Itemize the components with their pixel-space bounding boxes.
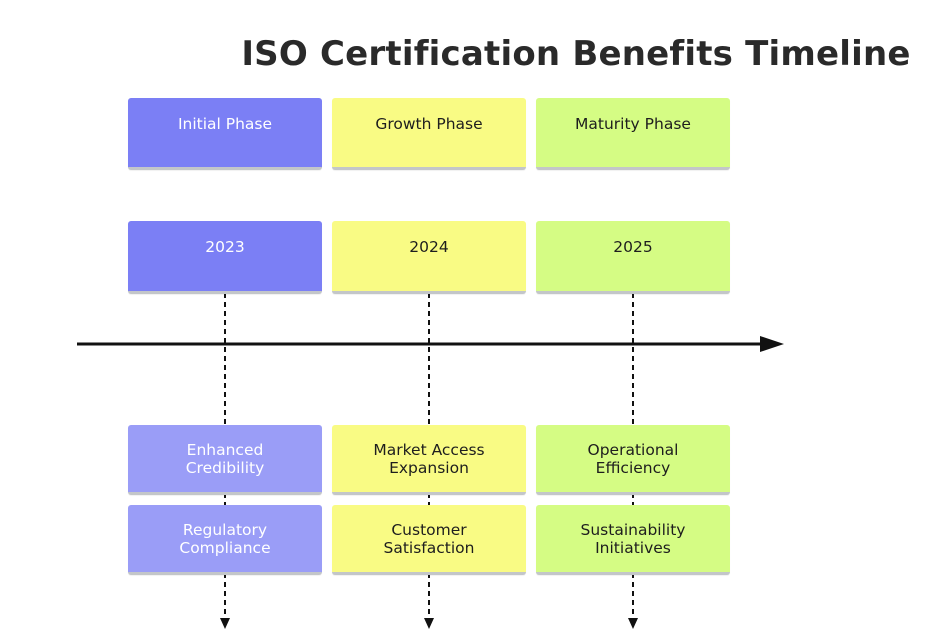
year-label: 2025 bbox=[613, 238, 653, 256]
benefit-line: Efficiency bbox=[595, 458, 671, 477]
benefit-line: Compliance bbox=[179, 538, 271, 557]
benefit-line: Sustainability bbox=[580, 520, 686, 539]
benefit-line: Expansion bbox=[389, 458, 469, 477]
benefit-line: Regulatory bbox=[182, 520, 268, 539]
arrowhead-down-2023 bbox=[220, 618, 230, 629]
diagram-title: ISO Certification Benefits Timeline bbox=[241, 34, 911, 74]
benefit-card-sustainability-initiatives: Sustainability Initiatives bbox=[536, 505, 730, 575]
benefit-line: Market Access bbox=[373, 440, 485, 459]
phase-header-growth: Growth Phase bbox=[332, 98, 526, 170]
benefit-card-operational-efficiency: Operational Efficiency bbox=[536, 425, 730, 495]
phase-header-maturity: Maturity Phase bbox=[536, 98, 730, 170]
benefit-card-customer-satisfaction: Customer Satisfaction bbox=[332, 505, 526, 575]
phase-header-label: Growth Phase bbox=[375, 115, 483, 133]
benefit-line: Satisfaction bbox=[383, 538, 475, 557]
arrowhead-down-2025 bbox=[628, 618, 638, 629]
phase-header-label: Maturity Phase bbox=[575, 115, 691, 133]
year-label: 2023 bbox=[205, 238, 245, 256]
phase-header-initial: Initial Phase bbox=[128, 98, 322, 170]
year-card-2024: 2024 bbox=[332, 221, 526, 294]
arrowhead-down-2024 bbox=[424, 618, 434, 629]
year-label: 2024 bbox=[409, 238, 449, 256]
phase-header-label: Initial Phase bbox=[177, 115, 273, 133]
benefit-line: Enhanced bbox=[186, 440, 264, 459]
benefit-card-regulatory-compliance: Regulatory Compliance bbox=[128, 505, 322, 575]
benefit-line: Credibility bbox=[185, 458, 265, 477]
year-card-2023: 2023 bbox=[128, 221, 322, 294]
benefit-line: Customer bbox=[391, 520, 467, 539]
benefit-card-enhanced-credibility: Enhanced Credibility bbox=[128, 425, 322, 495]
benefit-card-market-access-expansion: Market Access Expansion bbox=[332, 425, 526, 495]
benefit-line: Operational bbox=[587, 440, 679, 459]
timeline-axis-arrowhead bbox=[760, 336, 784, 352]
benefit-line: Initiatives bbox=[595, 538, 671, 557]
year-card-2025: 2025 bbox=[536, 221, 730, 294]
